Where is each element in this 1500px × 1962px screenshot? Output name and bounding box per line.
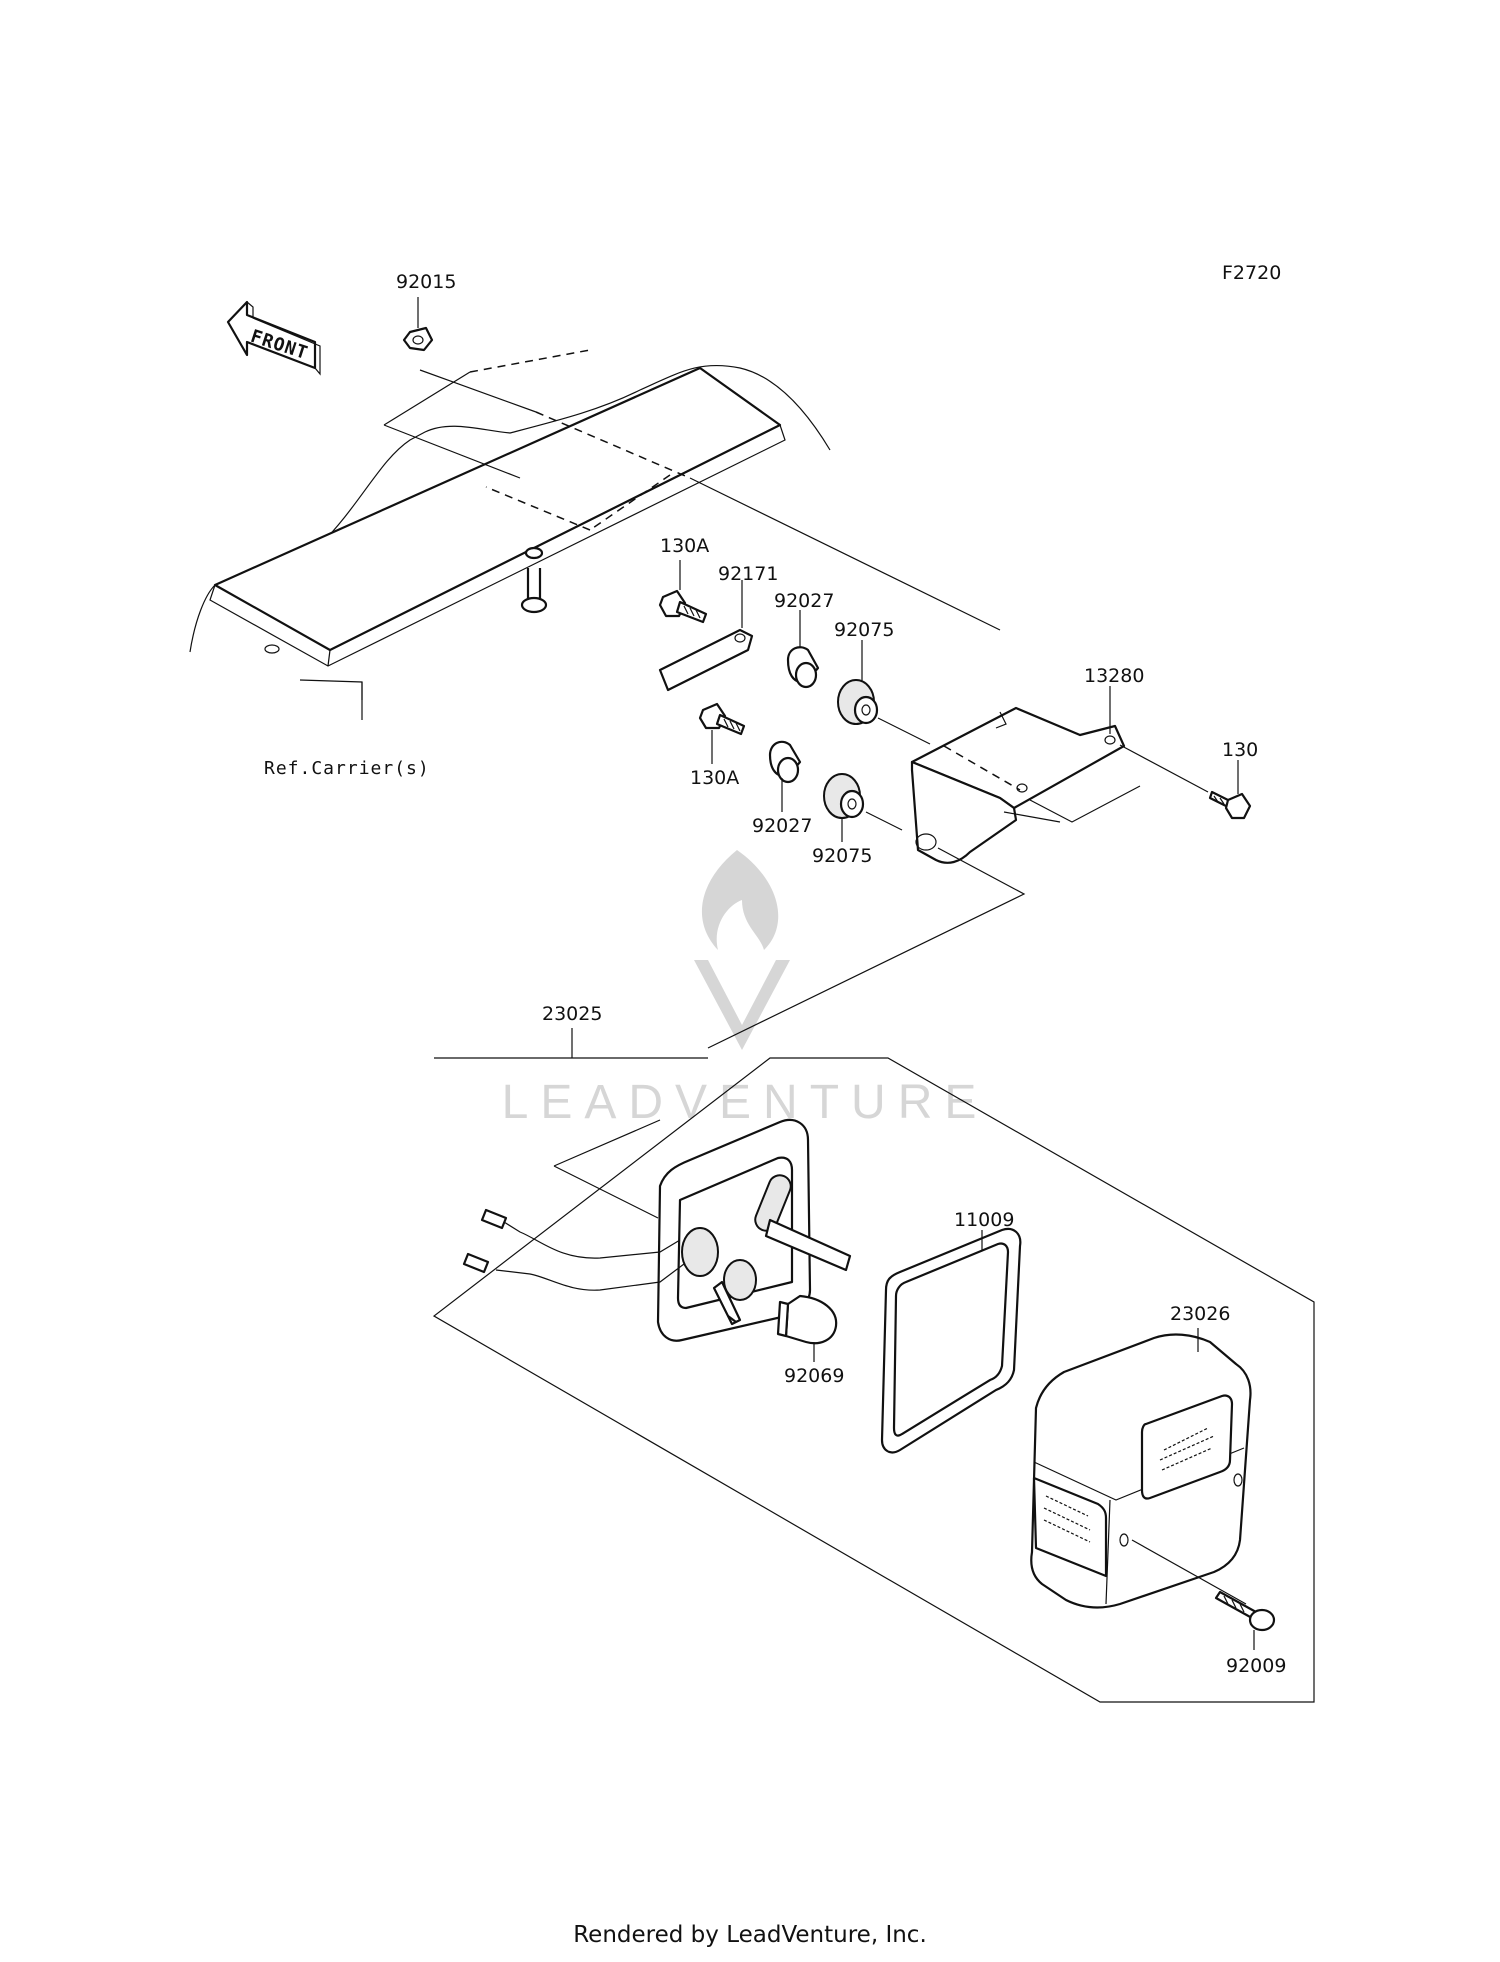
- nut-92015-icon: [402, 326, 434, 352]
- reference-label: Ref.Carrier(s): [264, 758, 430, 779]
- assembly-outline-23025: [432, 1057, 1315, 1703]
- callout-13280: 13280: [1084, 665, 1144, 687]
- callout-92009: 92009: [1226, 1655, 1286, 1677]
- callout-92015: 92015: [396, 271, 456, 293]
- grommet-92075-upper-icon: [837, 679, 879, 725]
- callout-11009: 11009: [954, 1209, 1014, 1231]
- grommet-92075-lower-icon: [823, 773, 865, 819]
- screw-92009-icon: [1214, 1590, 1276, 1632]
- callout-130a-bottom: 130A: [690, 767, 739, 789]
- bracket-13280-icon: [910, 706, 1126, 864]
- callout-23026: 23026: [1170, 1303, 1230, 1325]
- bolt-130a-lower-icon: [698, 702, 746, 736]
- bolt-130a-upper-icon: [658, 589, 708, 624]
- callout-92075-top: 92075: [834, 619, 894, 641]
- leadventure-watermark: LEADVENTURE: [502, 850, 989, 1129]
- callout-130a-top: 130A: [660, 535, 709, 557]
- carrier-reference: [189, 364, 831, 720]
- collar-92027-upper-icon: [786, 646, 820, 689]
- gasket-11009-icon: [880, 1227, 1022, 1454]
- callout-92069: 92069: [784, 1365, 844, 1387]
- bulb-92069-icon: [776, 1294, 838, 1345]
- front-arrow-icon: FRONT: [226, 300, 321, 376]
- collar-92027-lower-icon: [768, 740, 802, 784]
- callout-23025: 23025: [542, 1003, 602, 1025]
- callout-130: 130: [1222, 739, 1258, 761]
- callout-92171: 92171: [718, 563, 778, 585]
- callout-92027-bottom: 92027: [752, 815, 812, 837]
- plate-92171-icon: [658, 628, 754, 692]
- callout-92027-top: 92027: [774, 590, 834, 612]
- bolt-130-icon: [1208, 790, 1252, 820]
- watermark-text: LEADVENTURE: [502, 1076, 989, 1129]
- diagram-code: F2720: [1222, 262, 1281, 284]
- lamp-base-23025-icon: [462, 1118, 852, 1342]
- callout-92075-bottom: 92075: [812, 845, 872, 867]
- footer-credit: Rendered by LeadVenture, Inc.: [573, 1922, 927, 1948]
- lens-cover-23026-icon: [1030, 1333, 1252, 1609]
